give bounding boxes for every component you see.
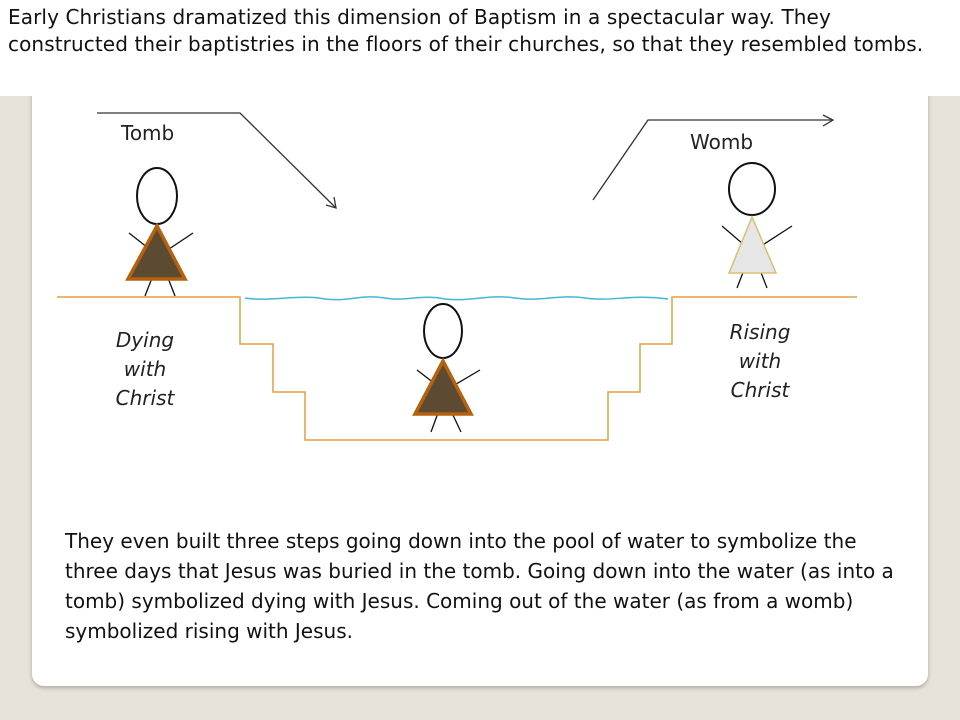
tomb-label: Tomb bbox=[121, 121, 175, 145]
right-figure bbox=[721, 162, 793, 289]
dying-label-line-1: Dying bbox=[115, 328, 175, 352]
rising-label-line-3: Christ bbox=[730, 378, 790, 402]
right-figure-body bbox=[727, 215, 778, 274]
right-figure-head bbox=[728, 162, 776, 216]
left-figure bbox=[125, 167, 194, 297]
middle-figure-head bbox=[423, 303, 463, 359]
rising-label-line-2: with bbox=[738, 349, 782, 373]
left-figure-body bbox=[125, 222, 188, 281]
dying-label-line-2: with bbox=[123, 357, 167, 381]
left-figure-head bbox=[136, 167, 178, 225]
header-band: Early Christians dramatized this dimensi… bbox=[0, 0, 960, 96]
rising-with-christ-label: Rising with Christ bbox=[710, 318, 810, 405]
rising-label-line-1: Rising bbox=[729, 320, 791, 344]
body-text: They even built three steps going down i… bbox=[65, 529, 894, 643]
dying-label-line-3: Christ bbox=[115, 386, 175, 410]
womb-arrow bbox=[592, 114, 835, 201]
dying-with-christ-label: Dying with Christ bbox=[95, 326, 195, 413]
middle-figure bbox=[412, 303, 481, 433]
header-text: Early Christians dramatized this dimensi… bbox=[8, 5, 924, 56]
middle-figure-body bbox=[412, 357, 474, 416]
tomb-arrow bbox=[97, 112, 337, 209]
slide-panel bbox=[32, 60, 928, 686]
pool-outline bbox=[57, 296, 857, 441]
womb-label: Womb bbox=[690, 130, 754, 154]
water-surface bbox=[244, 296, 669, 301]
